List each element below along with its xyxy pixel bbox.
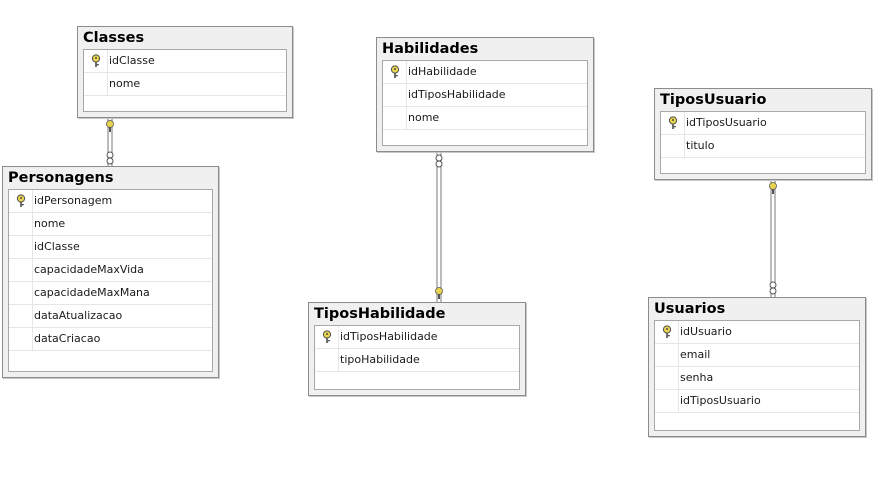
primary-key-icon (390, 65, 400, 78)
column-name: dataAtualizacao (34, 309, 123, 322)
column-name: idClasse (34, 240, 80, 253)
row-selector (655, 367, 679, 389)
row-selector (655, 321, 679, 343)
column-name: idPersonagem (34, 194, 113, 207)
row-selector (655, 390, 679, 412)
column-name: email (680, 348, 711, 361)
column-row[interactable]: titulo (661, 135, 865, 158)
column-row[interactable]: idTiposHabilidade (315, 326, 519, 349)
row-selector (383, 107, 407, 129)
column-row[interactable]: senha (655, 367, 859, 390)
row-selector (9, 236, 33, 258)
row-selector (9, 305, 33, 327)
column-name: tipoHabilidade (340, 353, 420, 366)
column-row[interactable]: idTiposUsuario (661, 112, 865, 135)
row-selector (661, 112, 685, 134)
column-name: nome (109, 77, 141, 90)
table-usuarios[interactable]: Usuarios idUsuario email senha idTiposUsuar… (648, 297, 866, 437)
many-end-infinity-icon (769, 281, 777, 295)
row-selector (84, 73, 108, 95)
relationship-habilidades-tiposhabilidade[interactable] (435, 152, 443, 302)
table-habilidades[interactable]: Habilidades idHabilidade idTiposHabilidad… (376, 37, 594, 152)
one-end-key-icon (769, 182, 777, 194)
column-row[interactable]: dataCriacao (9, 328, 212, 351)
row-selector (9, 213, 33, 235)
row-selector (84, 50, 108, 72)
column-list: idHabilidade idTiposHabilidade nome (382, 60, 588, 146)
column-row[interactable]: idTiposUsuario (655, 390, 859, 413)
column-list: idUsuario email senha idTiposUsuario (654, 320, 860, 431)
column-row[interactable]: dataAtualizacao (9, 305, 212, 328)
column-name: capacidadeMaxVida (34, 263, 144, 276)
column-row[interactable]: capacidadeMaxMana (9, 282, 212, 305)
table-tiposhabilidade[interactable]: TiposHabilidade idTiposHabilidade tipoHab… (308, 302, 526, 396)
relationship-tiposusuario-usuarios[interactable] (769, 180, 777, 297)
column-row[interactable]: idClasse (84, 50, 286, 73)
column-name: idTiposUsuario (686, 116, 767, 129)
row-selector (9, 328, 33, 350)
table-tiposusuario[interactable]: TiposUsuario idTiposUsuario titulo (654, 88, 872, 180)
column-row[interactable]: nome (9, 213, 212, 236)
primary-key-icon (668, 116, 678, 129)
column-row[interactable]: idPersonagem (9, 190, 212, 213)
column-list: idClasse nome (83, 49, 287, 112)
one-end-key-icon (106, 120, 114, 132)
row-selector (383, 84, 407, 106)
table-title: TiposHabilidade (314, 306, 446, 322)
row-selector (9, 282, 33, 304)
column-row[interactable]: idHabilidade (383, 61, 587, 84)
column-row[interactable]: nome (84, 73, 286, 96)
many-end-infinity-icon (435, 154, 443, 168)
column-list: idPersonagem nome idClasse capacidadeMaxVid… (8, 189, 213, 372)
column-name: capacidadeMaxMana (34, 286, 150, 299)
row-selector (315, 349, 339, 371)
row-selector (661, 135, 685, 157)
row-selector (655, 344, 679, 366)
table-title: Classes (83, 30, 145, 46)
one-end-key-icon (435, 287, 443, 299)
primary-key-icon (662, 325, 672, 338)
primary-key-icon (91, 54, 101, 67)
column-row[interactable]: tipoHabilidade (315, 349, 519, 372)
column-row[interactable]: idTiposHabilidade (383, 84, 587, 107)
column-row[interactable]: email (655, 344, 859, 367)
column-row[interactable]: idClasse (9, 236, 212, 259)
column-list: idTiposHabilidade tipoHabilidade (314, 325, 520, 390)
column-row[interactable]: idUsuario (655, 321, 859, 344)
column-name: idTiposUsuario (680, 394, 761, 407)
table-title: TiposUsuario (660, 92, 767, 108)
primary-key-icon (322, 330, 332, 343)
table-title: Usuarios (654, 301, 726, 317)
primary-key-icon (16, 194, 26, 207)
column-name: idTiposHabilidade (340, 330, 438, 343)
relationship-classes-personagens[interactable] (106, 118, 114, 166)
column-row[interactable]: nome (383, 107, 587, 130)
column-name: idTiposHabilidade (408, 88, 506, 101)
row-selector (315, 326, 339, 348)
column-name: nome (408, 111, 440, 124)
column-row[interactable]: capacidadeMaxVida (9, 259, 212, 282)
column-name: nome (34, 217, 66, 230)
table-personagens[interactable]: Personagens idPersonagem nome idClasse capa… (2, 166, 219, 378)
table-title: Personagens (8, 170, 114, 186)
column-name: idUsuario (680, 325, 732, 338)
many-end-infinity-icon (106, 151, 114, 165)
row-selector (383, 61, 407, 83)
column-name: idHabilidade (408, 65, 477, 78)
column-name: dataCriacao (34, 332, 101, 345)
column-name: idClasse (109, 54, 155, 67)
column-list: idTiposUsuario titulo (660, 111, 866, 174)
row-selector (9, 259, 33, 281)
table-title: Habilidades (382, 41, 479, 57)
row-selector (9, 190, 33, 212)
column-name: titulo (686, 139, 715, 152)
column-name: senha (680, 371, 714, 384)
table-classes[interactable]: Classes idClasse nome (77, 26, 293, 118)
